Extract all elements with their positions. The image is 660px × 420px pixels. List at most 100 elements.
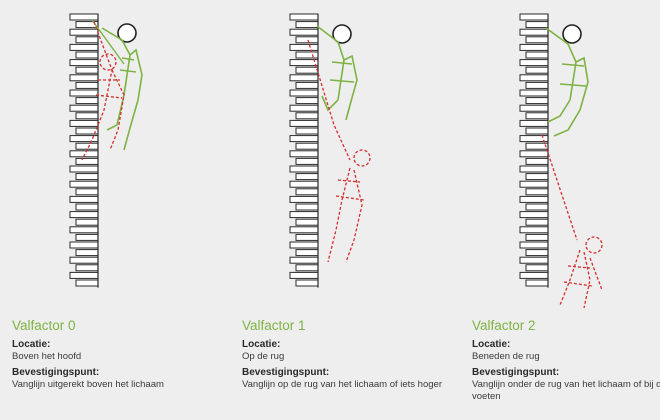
- brick: [75, 36, 99, 44]
- factor-title: Valfactor 2: [472, 318, 536, 333]
- brick: [75, 233, 99, 241]
- brick: [289, 13, 319, 21]
- brick: [75, 218, 99, 226]
- anchor-value: Vanglijn onder de rug van het lichaam of…: [472, 379, 660, 402]
- brick: [295, 157, 319, 165]
- brick: [525, 173, 549, 181]
- brick: [75, 97, 99, 105]
- brick: [289, 89, 319, 97]
- brick: [69, 74, 99, 82]
- fall-position-figure: [307, 39, 371, 263]
- brick: [289, 135, 319, 143]
- brick: [69, 43, 99, 51]
- brick: [525, 97, 549, 105]
- brick: [525, 218, 549, 226]
- brick: [295, 218, 319, 226]
- brick-wall: [69, 13, 99, 288]
- brick: [69, 104, 99, 112]
- brick: [519, 180, 549, 188]
- location-value: Beneden de rug: [472, 351, 540, 362]
- anchor-label: Bevestigingspunt:: [12, 367, 100, 378]
- brick: [289, 74, 319, 82]
- brick: [289, 165, 319, 173]
- lanyard-rope: [91, 19, 125, 65]
- brick: [519, 28, 549, 36]
- brick: [295, 142, 319, 150]
- anchor-label: Bevestigingspunt:: [242, 367, 330, 378]
- brick: [525, 36, 549, 44]
- fall-position-figure: [81, 21, 125, 161]
- brick: [525, 66, 549, 74]
- brick: [525, 142, 549, 150]
- brick: [289, 104, 319, 112]
- brick: [525, 157, 549, 165]
- factor-title: Valfactor 1: [242, 318, 306, 333]
- brick: [519, 195, 549, 203]
- brick: [69, 180, 99, 188]
- brick: [519, 89, 549, 97]
- brick: [289, 211, 319, 219]
- brick: [69, 165, 99, 173]
- panel-factor-2: Valfactor 2 Locatie: Beneden de rug Beve…: [472, 0, 660, 420]
- brick: [525, 233, 549, 241]
- fall-position-figure: [541, 134, 603, 309]
- caption-factor-2: Valfactor 2 Locatie: Beneden de rug Beve…: [472, 318, 660, 407]
- brick: [295, 233, 319, 241]
- anchor-value: Vanglijn op de rug van het lichaam of ie…: [242, 379, 442, 390]
- brick: [289, 226, 319, 234]
- brick: [295, 81, 319, 89]
- brick: [289, 180, 319, 188]
- brick: [75, 66, 99, 74]
- brick: [69, 89, 99, 97]
- caption-factor-0: Valfactor 0 Locatie: Boven het hoofd Bev…: [12, 318, 222, 395]
- brick: [519, 271, 549, 279]
- brick: [295, 36, 319, 44]
- brick: [75, 249, 99, 257]
- illustration-factor-0: [69, 13, 143, 288]
- brick: [75, 51, 99, 59]
- brick: [75, 142, 99, 150]
- brick: [525, 21, 549, 29]
- brick: [75, 157, 99, 165]
- brick: [295, 112, 319, 120]
- brick: [295, 173, 319, 181]
- brick: [75, 188, 99, 196]
- location-value: Op de rug: [242, 351, 285, 362]
- brick: [525, 51, 549, 59]
- brick: [295, 188, 319, 196]
- brick: [519, 241, 549, 249]
- location-value: Boven het hoofd: [12, 351, 82, 362]
- location-label: Locatie:: [242, 339, 281, 350]
- brick: [295, 264, 319, 272]
- brick: [289, 43, 319, 51]
- brick: [519, 256, 549, 264]
- anchor-label: Bevestigingspunt:: [472, 367, 560, 378]
- brick: [289, 241, 319, 249]
- brick: [69, 226, 99, 234]
- anchor-value: Vanglijn uitgerekt boven het lichaam: [12, 379, 164, 390]
- brick: [519, 104, 549, 112]
- location-label: Locatie:: [472, 339, 511, 350]
- brick: [525, 112, 549, 120]
- brick: [525, 264, 549, 272]
- brick: [525, 203, 549, 211]
- brick: [519, 226, 549, 234]
- caption-factor-1: Valfactor 1 Locatie: Op de rug Bevestigi…: [242, 318, 452, 395]
- brick: [295, 97, 319, 105]
- brick: [519, 211, 549, 219]
- brick: [525, 81, 549, 89]
- brick: [295, 127, 319, 135]
- brick: [519, 59, 549, 67]
- brick: [69, 195, 99, 203]
- brick: [289, 195, 319, 203]
- brick: [295, 203, 319, 211]
- brick: [69, 119, 99, 127]
- brick: [75, 264, 99, 272]
- brick: [69, 271, 99, 279]
- brick: [75, 279, 99, 287]
- brick: [295, 51, 319, 59]
- brick: [69, 59, 99, 67]
- climber-figure: [316, 24, 358, 121]
- brick: [289, 28, 319, 36]
- brick: [75, 173, 99, 181]
